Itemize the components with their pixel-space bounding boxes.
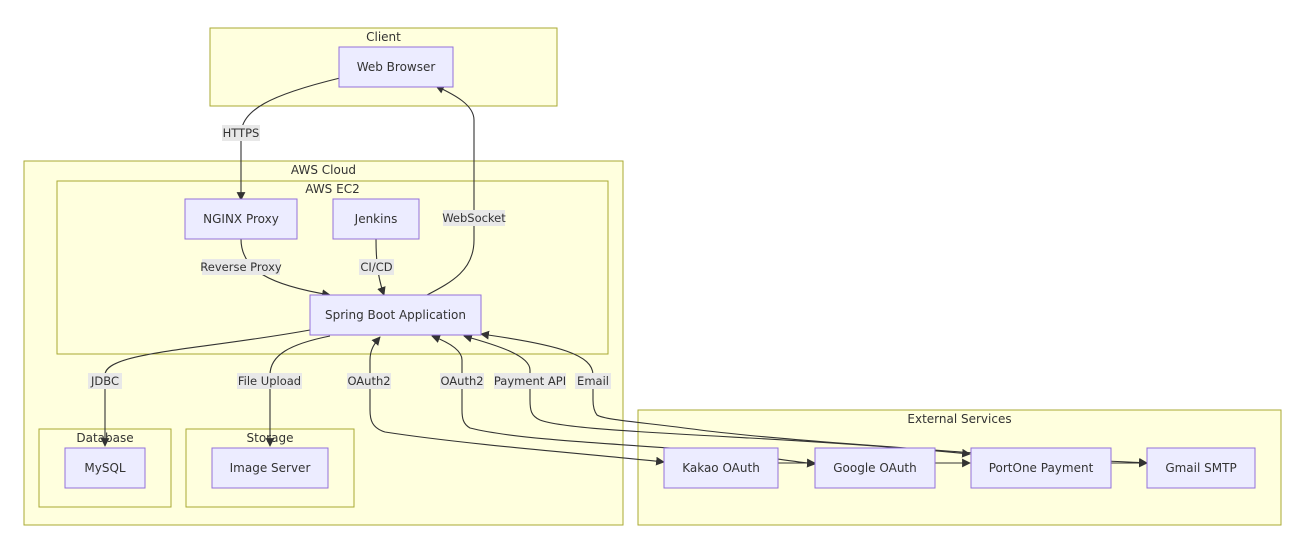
edge-label-payment-api: Payment API <box>494 373 566 389</box>
svg-text:Email: Email <box>577 374 609 388</box>
node-image-server[interactable]: Image Server <box>211 447 329 489</box>
cluster-external-services-title: External Services <box>907 412 1011 426</box>
node-image-server-label: Image Server <box>230 461 311 475</box>
node-spring-boot-application[interactable]: Spring Boot Application <box>309 294 482 336</box>
cluster-aws-cloud-title: AWS Cloud <box>291 163 356 177</box>
edge-spring-to-browser <box>426 85 475 296</box>
node-portone-payment-label: PortOne Payment <box>989 461 1094 475</box>
node-spring-boot-label: Spring Boot Application <box>325 308 466 322</box>
edge-label-reverse-proxy: Reverse Proxy <box>200 259 282 275</box>
node-jenkins-label: Jenkins <box>354 212 398 226</box>
edge-labels: HTTPS WebSocket Reverse Proxy CI/CD JDBC… <box>88 125 611 389</box>
svg-text:WebSocket: WebSocket <box>442 211 506 225</box>
node-jenkins[interactable]: Jenkins <box>332 198 420 240</box>
svg-text:OAuth2: OAuth2 <box>440 374 483 388</box>
svg-text:HTTPS: HTTPS <box>223 126 260 140</box>
node-gmail-smtp[interactable]: Gmail SMTP <box>1146 447 1256 489</box>
node-portone-payment[interactable]: PortOne Payment <box>970 447 1112 489</box>
svg-text:File Upload: File Upload <box>238 374 301 388</box>
edge-spring-to-mysql <box>100 329 311 447</box>
node-nginx-proxy[interactable]: NGINX Proxy <box>184 198 298 240</box>
edge-label-email: Email <box>575 373 611 389</box>
cluster-aws-ec2-title: AWS EC2 <box>305 182 359 196</box>
node-mysql-label: MySQL <box>84 461 126 475</box>
edge-label-cicd: CI/CD <box>359 259 394 275</box>
edge-label-websocket: WebSocket <box>442 210 506 226</box>
edge-label-jdbc: JDBC <box>88 373 122 389</box>
node-nginx-proxy-label: NGINX Proxy <box>203 212 279 226</box>
node-google-oauth-label: Google OAuth <box>833 461 917 475</box>
edge-label-file-upload: File Upload <box>237 373 302 389</box>
edge-label-oauth2-google: OAuth2 <box>440 373 484 389</box>
node-mysql[interactable]: MySQL <box>64 447 146 489</box>
svg-text:Reverse Proxy: Reverse Proxy <box>200 260 282 274</box>
edge-label-https: HTTPS <box>222 125 260 141</box>
edge-label-oauth2-kakao: OAuth2 <box>347 373 391 389</box>
svg-text:Payment API: Payment API <box>494 374 566 388</box>
svg-text:JDBC: JDBC <box>90 374 119 388</box>
node-web-browser[interactable]: Web Browser <box>338 46 454 88</box>
node-google-oauth[interactable]: Google OAuth <box>814 447 936 489</box>
svg-text:OAuth2: OAuth2 <box>347 374 390 388</box>
node-kakao-oauth-label: Kakao OAuth <box>682 461 760 475</box>
svg-text:CI/CD: CI/CD <box>360 260 392 274</box>
node-web-browser-label: Web Browser <box>357 60 436 74</box>
node-gmail-smtp-label: Gmail SMTP <box>1165 461 1236 475</box>
cluster-client-title: Client <box>366 30 401 44</box>
node-kakao-oauth[interactable]: Kakao OAuth <box>663 447 779 489</box>
